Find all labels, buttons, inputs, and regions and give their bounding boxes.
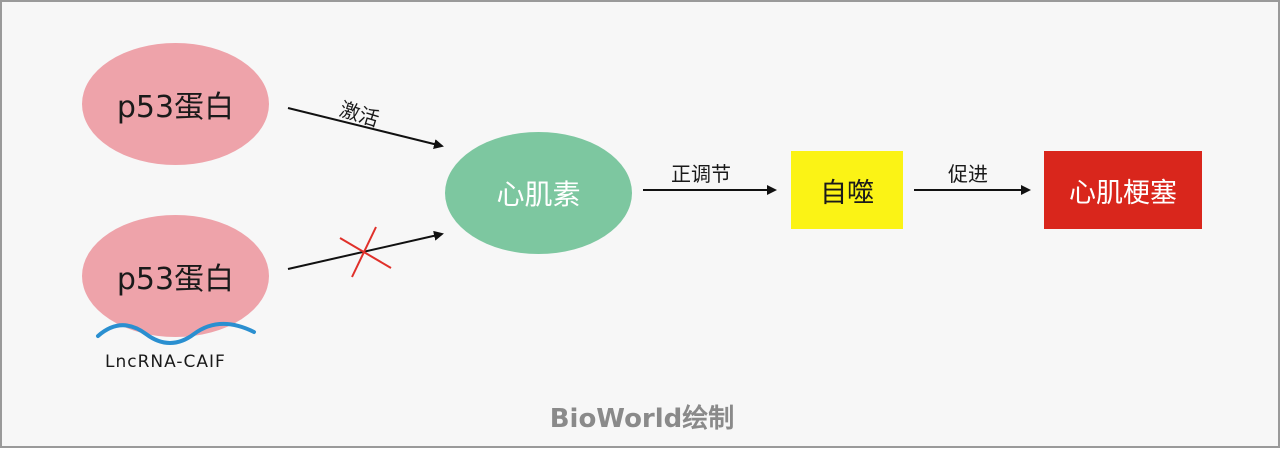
p53-protein-label-top: p53蛋白	[116, 90, 235, 125]
upregulate-label: 正调节	[671, 162, 731, 186]
watermark-credit: BioWorld绘制	[549, 404, 735, 434]
p53-protein-node-bottom: p53蛋白	[82, 215, 269, 337]
promote-label: 促进	[948, 162, 988, 186]
lncrna-caif-label: LncRNA-CAIF	[105, 352, 226, 372]
myocardial-infarction-node: 心肌梗塞	[1044, 151, 1202, 229]
autophagy-label: 自噬	[820, 177, 874, 209]
lncrna-wave	[96, 321, 256, 345]
myocardin-label: 心肌素	[496, 178, 581, 211]
autophagy-node: 自噬	[791, 151, 903, 229]
p53-protein-label-bottom: p53蛋白	[116, 262, 235, 297]
myocardial-infarction-label: 心肌梗塞	[1069, 177, 1177, 209]
block-x-mark	[339, 226, 392, 278]
p53-protein-node-top: p53蛋白	[82, 43, 269, 165]
activate-arrow	[287, 107, 444, 149]
myocardin-node: 心肌素	[445, 132, 632, 254]
